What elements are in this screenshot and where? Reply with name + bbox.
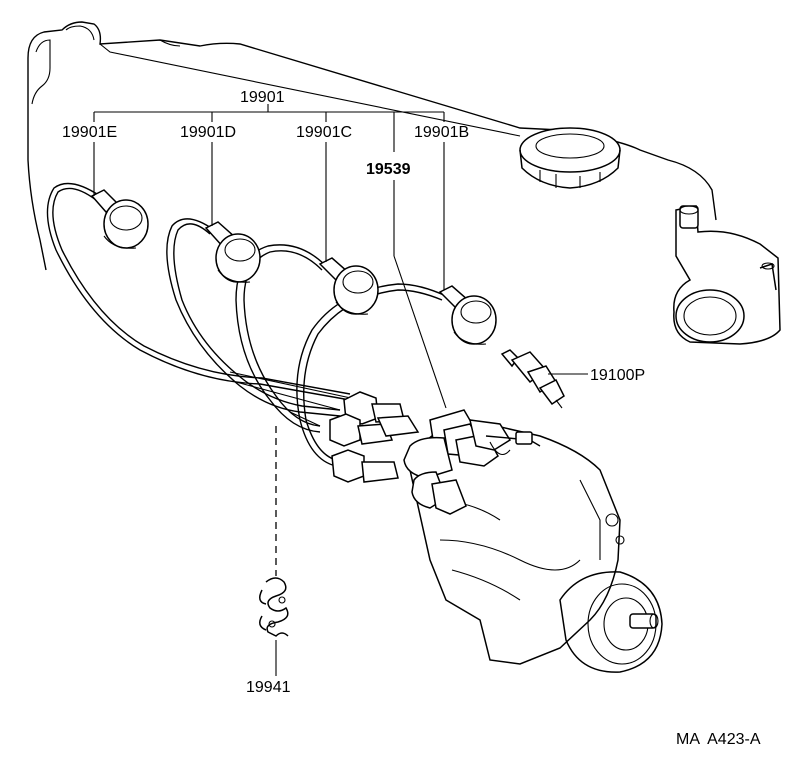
label-19901c: 19901C bbox=[296, 124, 352, 141]
cord-clamp bbox=[259, 577, 289, 637]
oil-filler-cap bbox=[519, 127, 621, 189]
label-19100p: 19100P bbox=[590, 367, 645, 384]
label-19941: 19941 bbox=[246, 679, 291, 696]
leader-lines bbox=[93, 104, 588, 676]
plug-boots bbox=[90, 189, 497, 345]
label-19539: 19539 bbox=[366, 161, 411, 178]
high-tension-cords bbox=[46, 182, 447, 467]
label-19901: 19901 bbox=[240, 89, 285, 106]
engine-head-outline bbox=[27, 21, 717, 271]
spark-plug bbox=[500, 349, 565, 409]
distributor-cap-terminals bbox=[403, 409, 541, 515]
label-19901d: 19901D bbox=[180, 124, 236, 141]
water-outlet-housing bbox=[673, 205, 781, 345]
distributor-cord-ends bbox=[329, 391, 420, 483]
label-19901b: 19901B bbox=[414, 124, 469, 141]
label-19901e: 19901E bbox=[62, 124, 117, 141]
diagram-code: MA A423-A bbox=[676, 731, 761, 748]
